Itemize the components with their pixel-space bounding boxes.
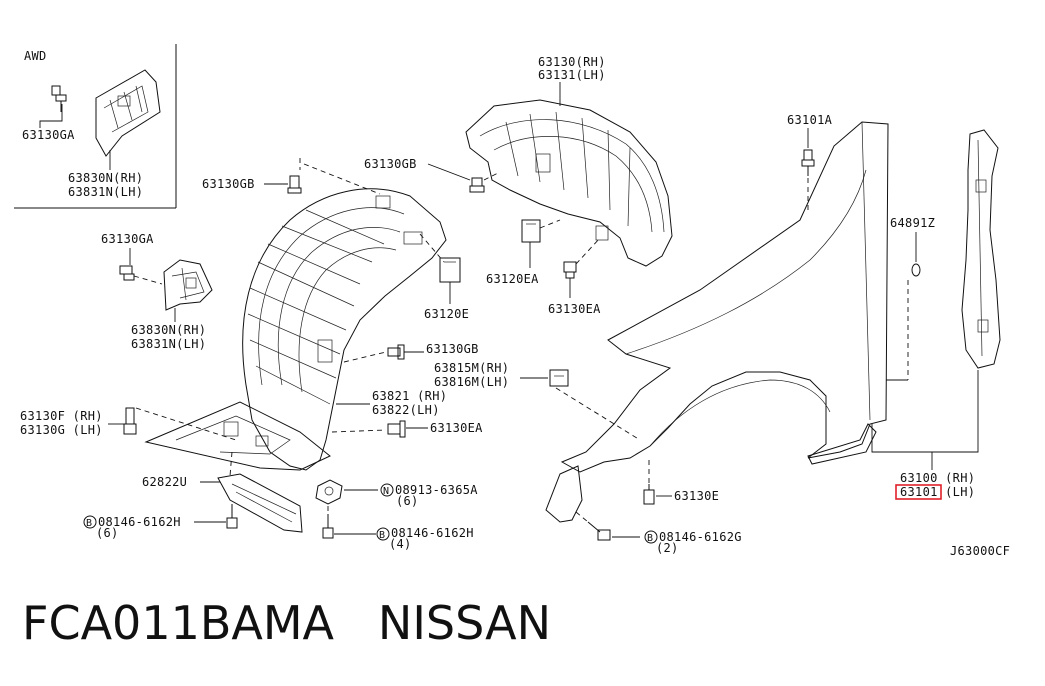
protector-lh-label: 63816M(LH) [434,375,509,389]
grommet-icon [911,263,921,277]
prefix-b-icon-1: B [86,518,92,529]
fender-clip-label: 63101A [787,113,833,127]
nut-icon [315,479,343,505]
footer-part-number: FCA011BAMA [22,596,335,650]
clip-gb-mid-label: 63130GB [426,342,479,356]
seal-u-label: 62822U [142,475,187,489]
clip-ea-front-label: 63130EA [430,421,483,435]
front-liner-icon [242,188,447,471]
bolt-g-qty-label: (2) [656,541,679,555]
clip-e-label: 63130E [674,489,719,503]
bolt-g-code-label: 08146-6162G [659,530,742,544]
fender-panel-icon [545,121,889,523]
inset-guard-rh-label: 63830N(RH) [68,171,143,185]
fender-side-bracket-icon [961,129,1001,369]
clip-gb-rear-icon [469,177,485,193]
inset-bolt-label: 63130GA [22,128,75,142]
guard-lh-label: 63831N(LH) [131,337,206,351]
clip-fastener-rh-label: 63130F (RH) [20,409,103,423]
fender-lh-label: 63101 (LH) [900,485,975,499]
bolt-h-mid-icon [322,514,334,539]
guard-plate-icon [163,259,213,311]
grommet-label: 64891Z [890,216,935,230]
clip-ea-front-icon [387,420,406,438]
protector-rh-label: 63815M(RH) [434,361,509,375]
clip-gb-top-icon [287,175,302,194]
footer-brand: NISSAN [377,596,552,650]
bracket-e-icon [439,257,461,283]
clip-ea-rear-icon [563,261,577,279]
awd-inset: AWD 63130GA 63830N(RH) 63831N(LH) [14,44,177,209]
front-liner-lh-label: 63822(LH) [372,403,440,417]
rear-liner-lh-label: 63131(LH) [538,68,606,82]
guard-bolt-icon [119,265,135,281]
inset-bolt-icon [51,85,67,112]
clip-fastener-lh-label: 63130G (LH) [20,423,103,437]
prefix-n-icon: N [383,486,389,497]
bracket-ea-icon [521,219,541,243]
inset-guard-lh-label: 63831N(LH) [68,185,143,199]
guard-bolt-group: 63130GA [101,232,163,285]
bolt-h-mid-code-label: 08146-6162H [391,526,474,540]
prefix-b-icon-2: B [379,530,385,541]
inset-guard-plate-icon [95,69,161,157]
bolt-h-left-code-label: 08146-6162H [98,515,181,529]
inset-title: AWD [24,49,47,63]
bolt-g-icon [587,521,611,541]
nut-qty-label: (6) [396,494,419,508]
clip-gb-mid-icon [387,344,405,360]
front-liner-rh-label: 63821 (RH) [372,389,447,403]
prefix-b-icon-3: B [647,533,653,544]
nut-code-label: 08913-6365A [395,483,478,497]
bracket-ea-label: 63120EA [486,272,539,286]
guard-bolt-label: 63130GA [101,232,154,246]
fender-rh-label: 63100 (RH) [900,471,975,485]
bracket-e-label: 63120E [424,307,469,321]
protector-clip-icon [549,369,569,387]
fender-clip-icon [801,149,815,176]
rear-liner-rh-label: 63130(RH) [538,55,606,69]
under-cover-icon [144,401,331,471]
highlight-box [895,484,942,500]
seal-strip-icon [217,473,303,533]
clip-fastener-icon [123,407,137,435]
rear-liner-icon [465,99,673,267]
bolt-h-mid-qty-label: (4) [389,537,412,551]
clip-gb-top-label: 63130GB [202,177,255,191]
clip-e-icon [643,484,655,505]
footer-caption: FCA011BAMA NISSAN [22,596,551,650]
diagram-code: J63000CF [950,544,1010,558]
clip-gb-rear-label: 63130GB [364,157,417,171]
bolt-h-left-qty-label: (6) [96,526,119,540]
bolt-h-left-icon [226,504,238,529]
guard-rh-label: 63830N(RH) [131,323,206,337]
clip-ea-rear-label: 63130EA [548,302,601,316]
